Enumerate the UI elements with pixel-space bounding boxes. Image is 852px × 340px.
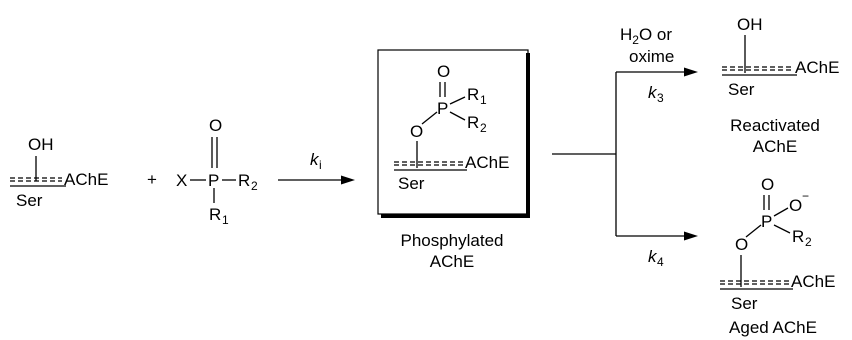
- branch-upper-head: [684, 67, 698, 77]
- phos-p-label: P: [437, 99, 448, 118]
- k3-rate-subscript: 3: [657, 91, 664, 105]
- op-r1-subscript: 1: [222, 213, 229, 227]
- phosphylated-caption-line2: AChE: [430, 252, 474, 271]
- reactivated-ache: OH AChE Ser Reactivated AChE: [722, 15, 839, 156]
- reactant-ache: OH AChE Ser: [10, 135, 108, 210]
- phos-r1-label: R: [467, 85, 479, 104]
- phos-oxo-label: O: [437, 62, 450, 81]
- phos-r2-bond: [449, 111, 466, 121]
- op-p-label: P: [208, 171, 219, 190]
- lower-branch-labels: k 4: [648, 247, 664, 269]
- arrow-ki: k i: [278, 150, 355, 185]
- aged-oxo-label: O: [761, 175, 774, 194]
- aged-caption: Aged AChE: [729, 318, 817, 337]
- aged-o-minus-bond: [773, 207, 789, 217]
- phos-o-p-bond: [421, 111, 438, 125]
- op-x-label: X: [176, 171, 187, 190]
- k4-rate-subscript: 4: [657, 255, 664, 269]
- plus-sign: +: [147, 170, 157, 189]
- aged-ache: O P O − R 2 O AChE Ser Aged AChE: [720, 175, 835, 337]
- phos-r2-label: R: [467, 113, 479, 132]
- op-r1-label: R: [209, 205, 221, 224]
- op-r2-subscript: 2: [251, 179, 258, 193]
- arrow-ki-head: [341, 175, 355, 185]
- reactant-ache-label: AChE: [64, 170, 108, 189]
- aged-o-minus-label: O: [789, 196, 802, 215]
- reactivated-ache-label: AChE: [795, 58, 839, 77]
- oxime-label: oxime: [629, 47, 674, 66]
- k3-rate-label: k: [648, 83, 658, 102]
- phos-r1-bond: [449, 96, 466, 105]
- water-or-label: H2O or: [620, 25, 672, 47]
- op-r2-label: R: [238, 171, 250, 190]
- aged-o-p-bond: [745, 224, 762, 238]
- branch-lower-head: [684, 231, 698, 241]
- upper-branch-labels: H2O or oxime k 3: [620, 25, 674, 105]
- op-oxo-label: O: [209, 116, 222, 135]
- phosphylated-ache: O P R 1 R 2 O AChE Ser Phosphylated AChE: [377, 49, 530, 271]
- phosphylated-caption-line1: Phosphylated: [400, 231, 503, 250]
- aged-r2-bond: [773, 224, 791, 234]
- aged-r2-label: R: [792, 227, 804, 246]
- reactivated-caption-line1: Reactivated: [730, 116, 820, 135]
- water-h: H: [620, 25, 632, 44]
- water-subscript: 2: [632, 33, 639, 47]
- phos-r1-subscript: 1: [480, 93, 487, 107]
- aged-p-label: P: [761, 212, 772, 231]
- aged-minus-charge: −: [802, 189, 809, 203]
- reactant-oh-label: OH: [28, 135, 54, 154]
- water-o-or: O or: [639, 25, 672, 44]
- phos-r2-subscript: 2: [480, 121, 487, 135]
- phos-ser-label: Ser: [398, 174, 425, 193]
- aged-ser-label: Ser: [731, 294, 758, 313]
- ki-rate-label: k: [310, 150, 320, 169]
- reactivated-caption-line2: AChE: [753, 137, 797, 156]
- aged-link-o-label: O: [735, 235, 748, 254]
- reactivated-oh-label: OH: [737, 15, 763, 34]
- branch-arrows: [552, 67, 698, 241]
- op-agent: O X P R 2 R 1: [176, 116, 258, 227]
- aged-r2-subscript: 2: [805, 235, 812, 249]
- reactivated-ser-label: Ser: [728, 80, 755, 99]
- phos-link-o-label: O: [410, 122, 423, 141]
- reactant-ser-label: Ser: [16, 191, 43, 210]
- ki-rate-subscript: i: [319, 158, 322, 172]
- phos-ache-label: AChE: [465, 153, 509, 172]
- k4-rate-label: k: [648, 247, 658, 266]
- aged-ache-label: AChE: [791, 272, 835, 291]
